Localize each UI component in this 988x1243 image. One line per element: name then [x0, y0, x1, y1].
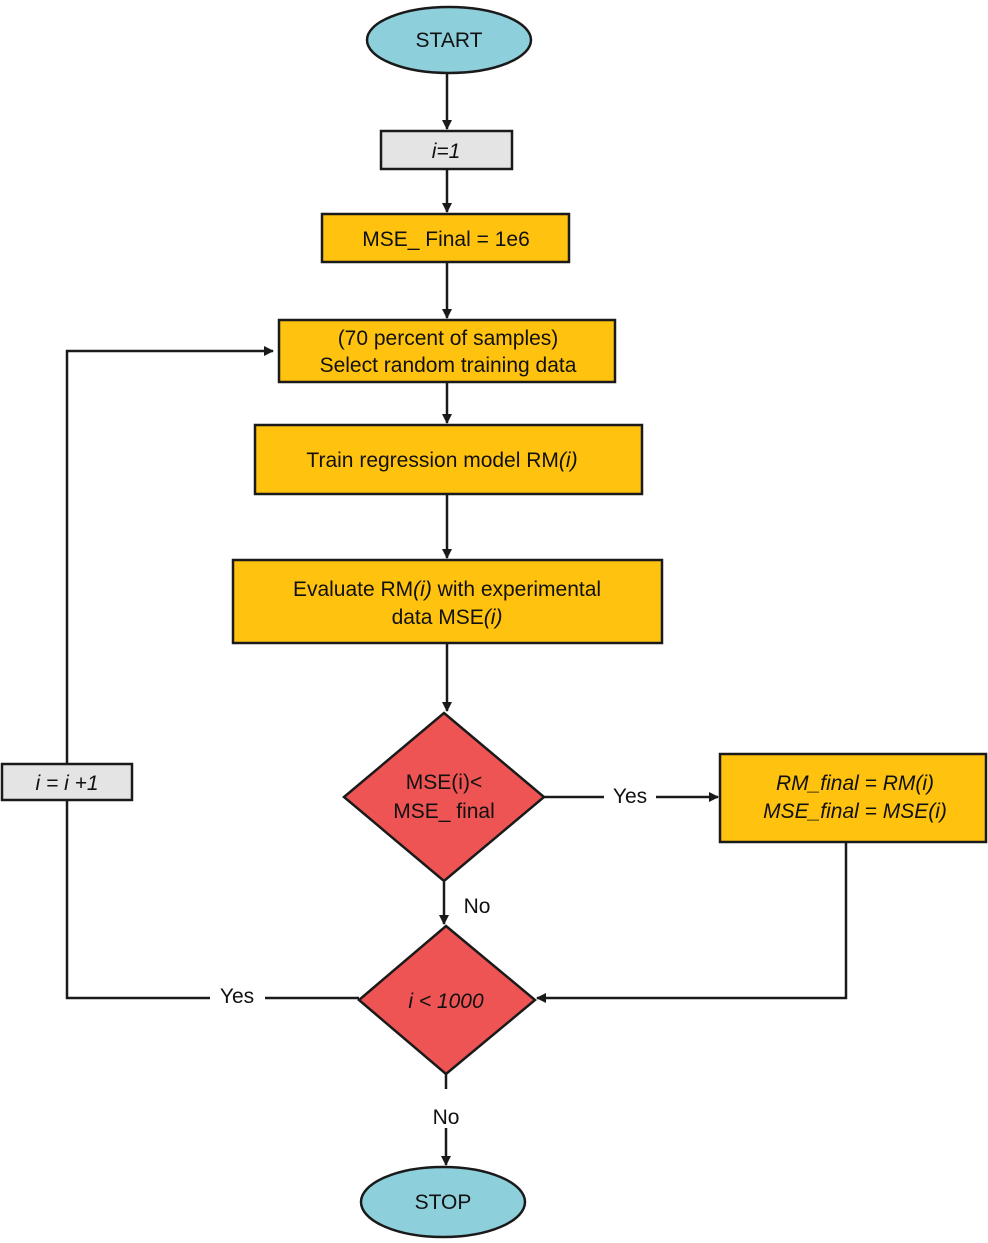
init-mse-label: MSE_ Final = 1e6: [362, 228, 530, 251]
edge-label-iter-no: No: [433, 1106, 460, 1129]
train-label-text: Train regression model RM: [306, 449, 558, 472]
edge-update-to-iter: [536, 842, 848, 1003]
evaluate-line2: data MSE(i): [392, 606, 503, 629]
edge-label-iter-yes: Yes: [220, 985, 254, 1008]
decision-iter-diamond: [357, 924, 537, 1076]
evaluate-line2-var: (i): [484, 606, 503, 629]
evaluate-line1-b: with experimental: [432, 578, 601, 601]
update-line1: RM_final = RM(i): [776, 772, 934, 795]
init-mse-box: [320, 212, 571, 264]
train-box: [253, 423, 644, 496]
evaluate-line2-a: data MSE: [392, 606, 484, 629]
evaluate-line1-a: Evaluate RM: [293, 578, 413, 601]
decision-mse-diamond: [342, 711, 546, 883]
edge-iter-yes-b: [65, 800, 210, 1000]
start-terminal: [365, 5, 533, 75]
evaluate-box: [231, 558, 664, 645]
edge-label-mse-yes: Yes: [613, 785, 647, 808]
decision-iter-label: i < 1000: [408, 990, 484, 1013]
stop-label: STOP: [415, 1191, 472, 1214]
evaluate-line1-var: (i): [413, 578, 432, 601]
stop-terminal: [359, 1165, 527, 1239]
select-box: [277, 318, 617, 384]
update-line2: MSE_final = MSE(i): [763, 800, 947, 823]
decision-mse-line2: MSE_ final: [393, 800, 495, 823]
connectors: [65, 73, 848, 1166]
select-line2: Select random training data: [320, 354, 577, 377]
edge-label-mse-no: No: [464, 895, 491, 918]
decision-mse-line1: MSE(i)<: [406, 771, 482, 794]
select-line1: (70 percent of samples): [338, 327, 559, 350]
increment-label: i = i +1: [35, 772, 98, 795]
init-i-box: [379, 129, 514, 171]
update-box: [718, 752, 988, 844]
init-i-label: i=1: [432, 140, 461, 163]
train-label-var: (i): [559, 449, 578, 472]
increment-box: [0, 762, 134, 802]
evaluate-line1: Evaluate RM(i) with experimental: [293, 578, 601, 601]
train-label: Train regression model RM(i): [306, 449, 577, 472]
start-label: START: [416, 29, 483, 52]
edge-increment-to-select: [65, 346, 274, 764]
